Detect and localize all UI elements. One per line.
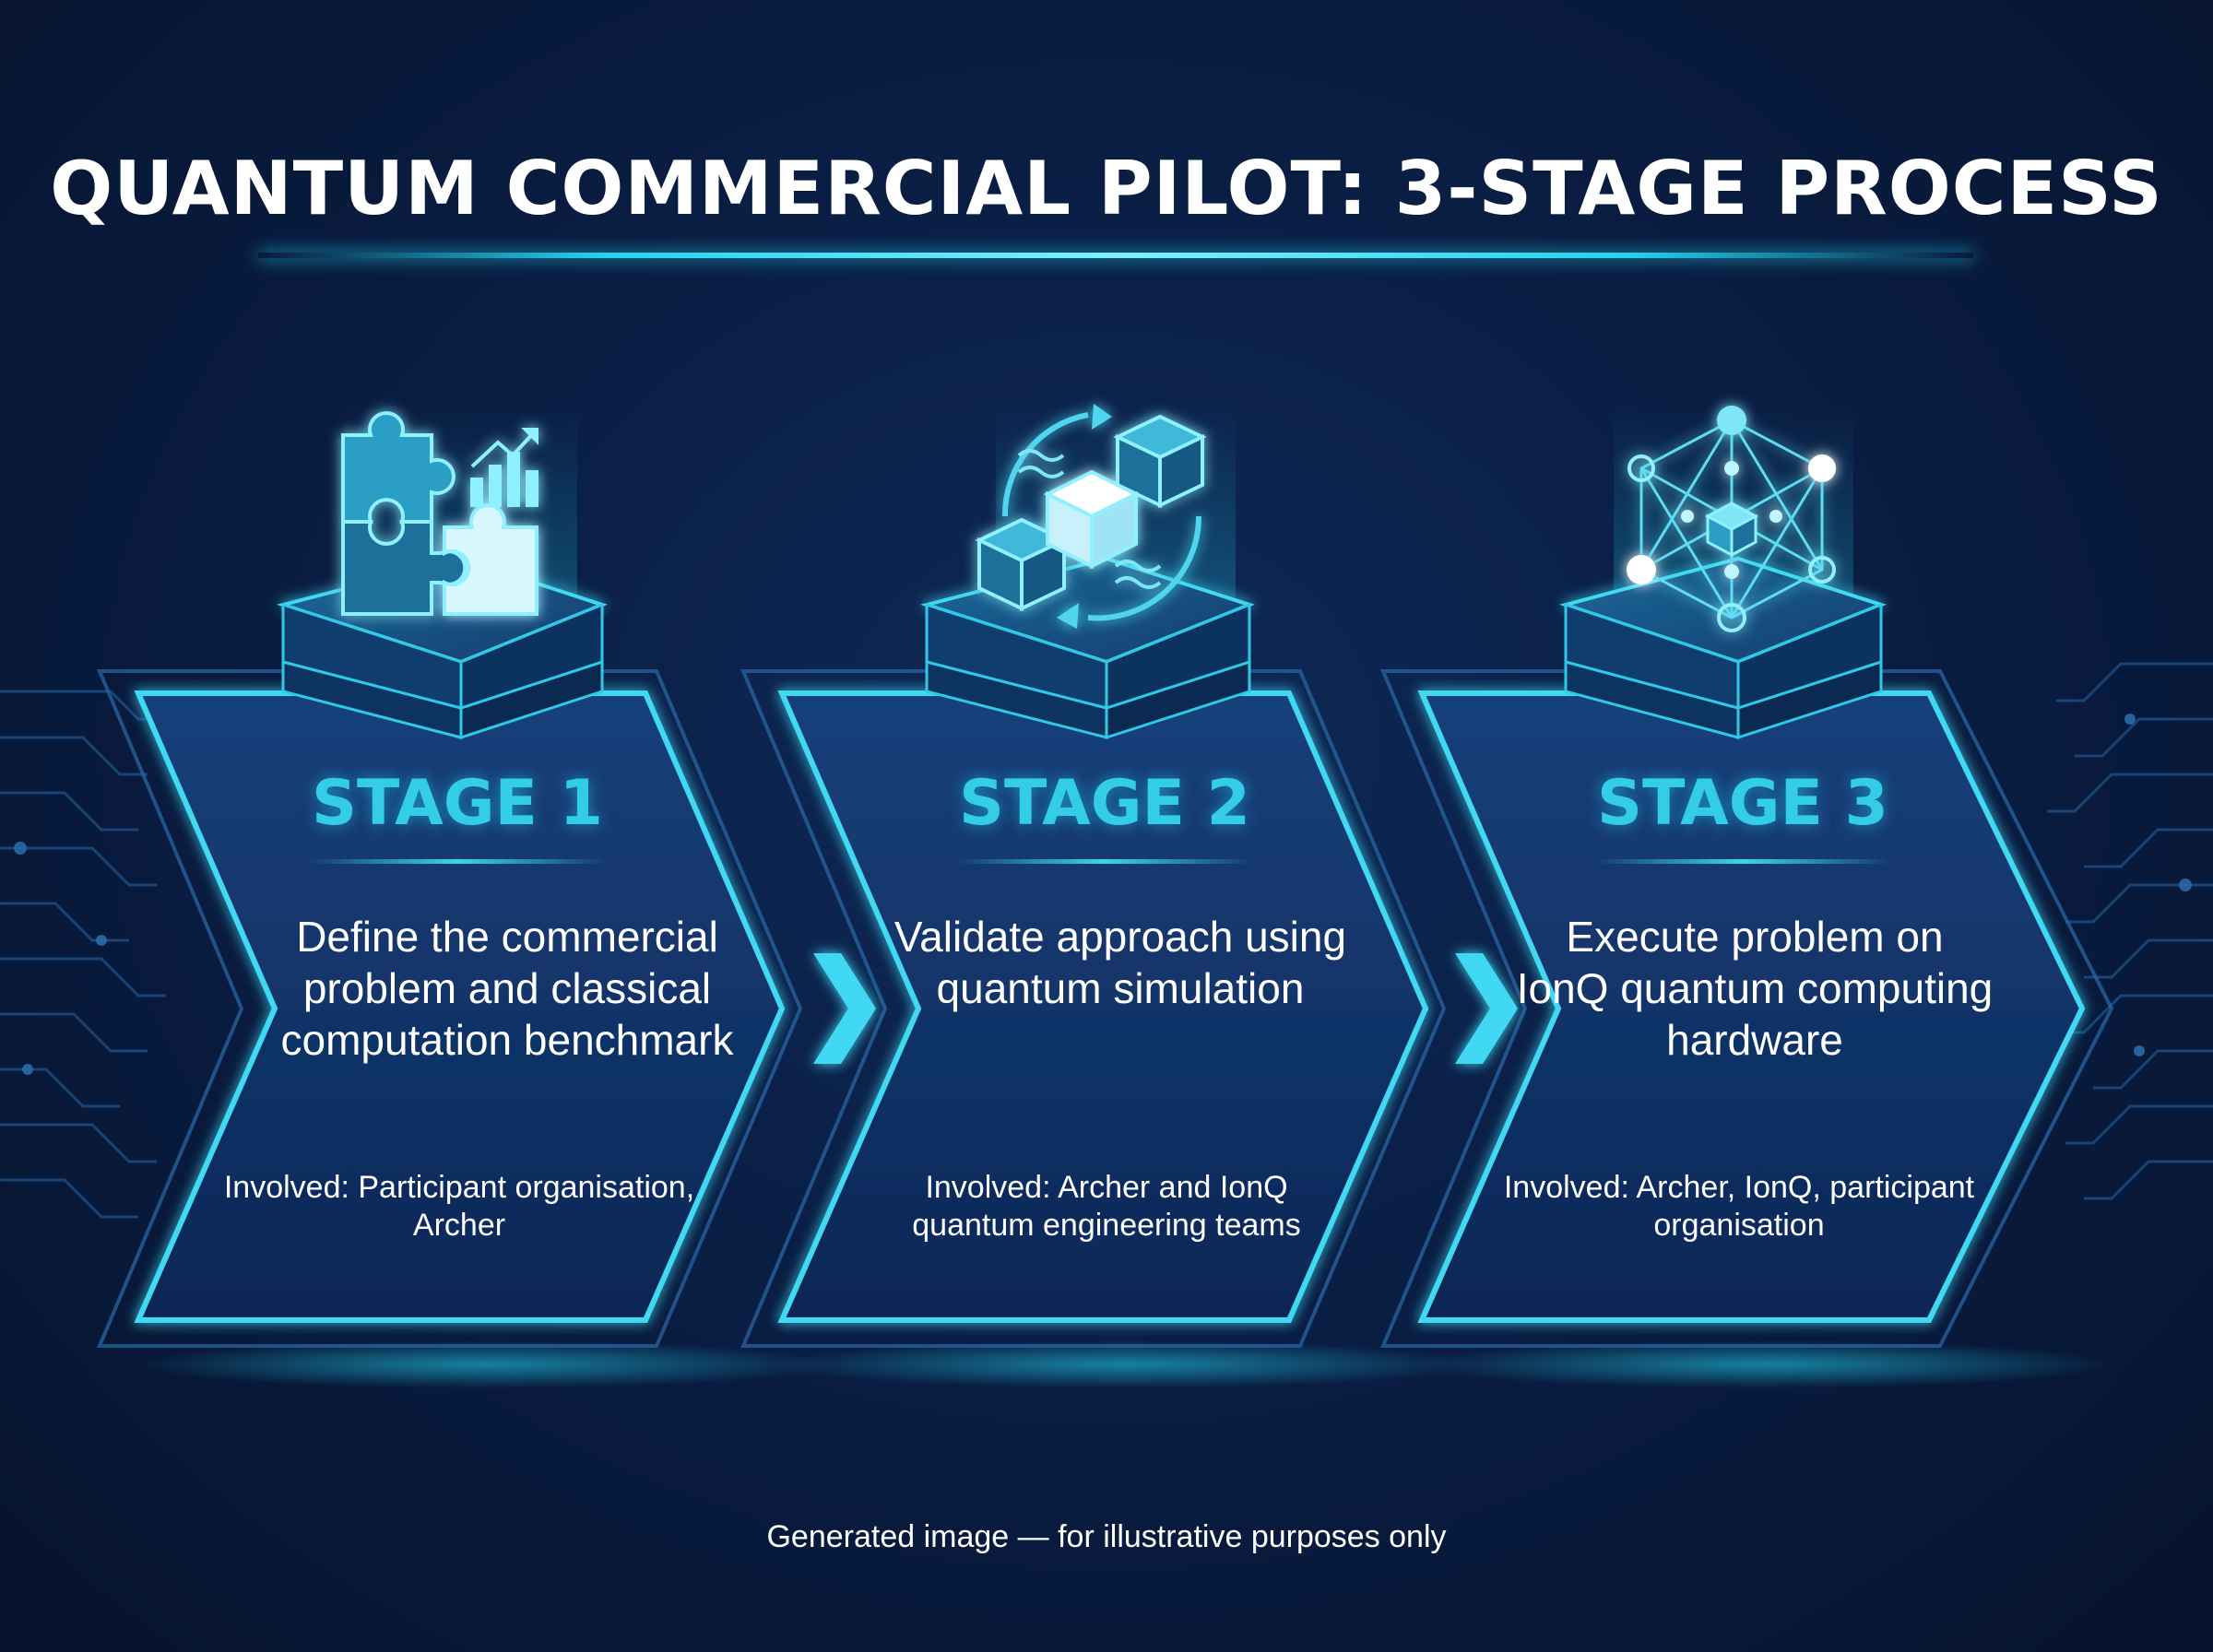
stage-2-chevron: [740, 669, 1447, 1348]
cubes-cycle-icon: [975, 404, 1207, 629]
stage-3-chevron: [1379, 669, 2114, 1348]
page-title: QUANTUM COMMERCIAL PILOT: 3-STAGE PROCES…: [50, 146, 2163, 231]
double-chevron-right-icon: [813, 953, 876, 1064]
stage-3-description: Execute problem on IonQ quantum computin…: [1516, 913, 1994, 1064]
title-underline: [258, 253, 1973, 258]
stage-3-label: STAGE 3: [1597, 767, 1888, 840]
circuit-traces-left: [0, 690, 166, 1219]
stage-1-chevron: [96, 669, 803, 1348]
double-chevron-right-icon: [1455, 953, 1518, 1064]
stage-1-label: STAGE 1: [312, 767, 603, 840]
stage-2-label: STAGE 2: [959, 767, 1250, 840]
stage-2-divider: [957, 859, 1252, 864]
stage-3-involved: Involved: Archer, IonQ, participant orga…: [1503, 1170, 1975, 1243]
stage-1-involved: Involved: Participant organisation, Arch…: [223, 1170, 695, 1243]
stage-1-description: Define the commercial problem and classi…: [280, 913, 734, 1064]
quantum-lattice-icon: [1627, 406, 1836, 632]
puzzle-chart-icon: [341, 411, 538, 616]
stage-1-divider: [310, 859, 605, 864]
stage-2-description: Validate approach using quantum simulati…: [893, 913, 1347, 1012]
stage-2-involved: Involved: Archer and IonQ quantum engine…: [912, 1170, 1301, 1243]
stage-3-divider: [1595, 859, 1890, 864]
footer-disclaimer: Generated image — for illustrative purpo…: [766, 1519, 1447, 1554]
